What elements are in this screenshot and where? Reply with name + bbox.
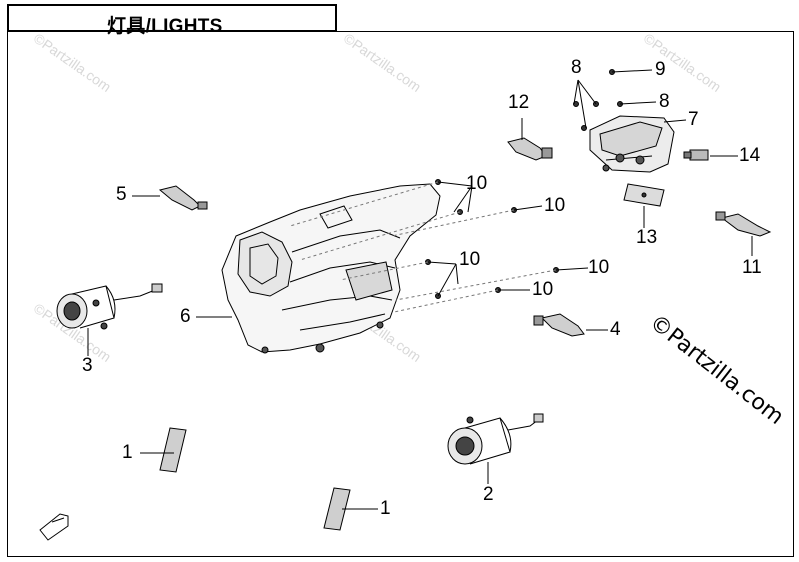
- reflector-1b-part: [323, 487, 351, 531]
- callout-11: 11: [742, 257, 762, 278]
- license-light-part: [623, 183, 665, 207]
- callout-10-e: 10: [532, 279, 554, 300]
- callout-8-right: 8: [659, 91, 670, 112]
- callout-10-d: 10: [588, 257, 610, 278]
- turn-signal-4-part: [533, 313, 585, 337]
- callout-9: 9: [655, 59, 666, 80]
- headlight-assembly-part: [221, 183, 441, 354]
- reflector-1a-part: [159, 427, 187, 473]
- callout-6: 6: [180, 306, 191, 327]
- turn-signal-5-part: [158, 185, 208, 211]
- turn-signal-12-part: [507, 137, 553, 161]
- connector-14-part: [683, 149, 709, 161]
- callout-14: 14: [739, 145, 761, 166]
- callout-1-lower: 1: [380, 498, 391, 519]
- callout-8-left: 8: [571, 57, 582, 78]
- fog-light-right-part: [447, 413, 544, 465]
- callout-5: 5: [116, 184, 127, 205]
- page-fold-icon: [39, 513, 69, 541]
- callout-3: 3: [82, 355, 93, 376]
- callout-7: 7: [688, 109, 699, 130]
- callout-10-a: 10: [466, 173, 488, 194]
- callout-4: 4: [610, 319, 621, 340]
- callout-10-c: 10: [459, 249, 481, 270]
- tail-light-part: [589, 115, 675, 173]
- callout-1-upper: 1: [122, 442, 133, 463]
- diagram-frame: [7, 31, 794, 557]
- leader-lines: [87, 69, 753, 510]
- fog-light-left-part: [56, 283, 163, 330]
- callout-13: 13: [636, 227, 658, 248]
- turn-signal-11-part: [715, 211, 772, 237]
- title-box: 灯具/LIGHTS: [7, 4, 337, 37]
- callout-10-b: 10: [544, 195, 566, 216]
- callout-12: 12: [508, 92, 530, 113]
- page-title: 灯具/LIGHTS: [107, 16, 223, 37]
- guide-lines: [289, 181, 557, 313]
- callout-2: 2: [483, 484, 494, 505]
